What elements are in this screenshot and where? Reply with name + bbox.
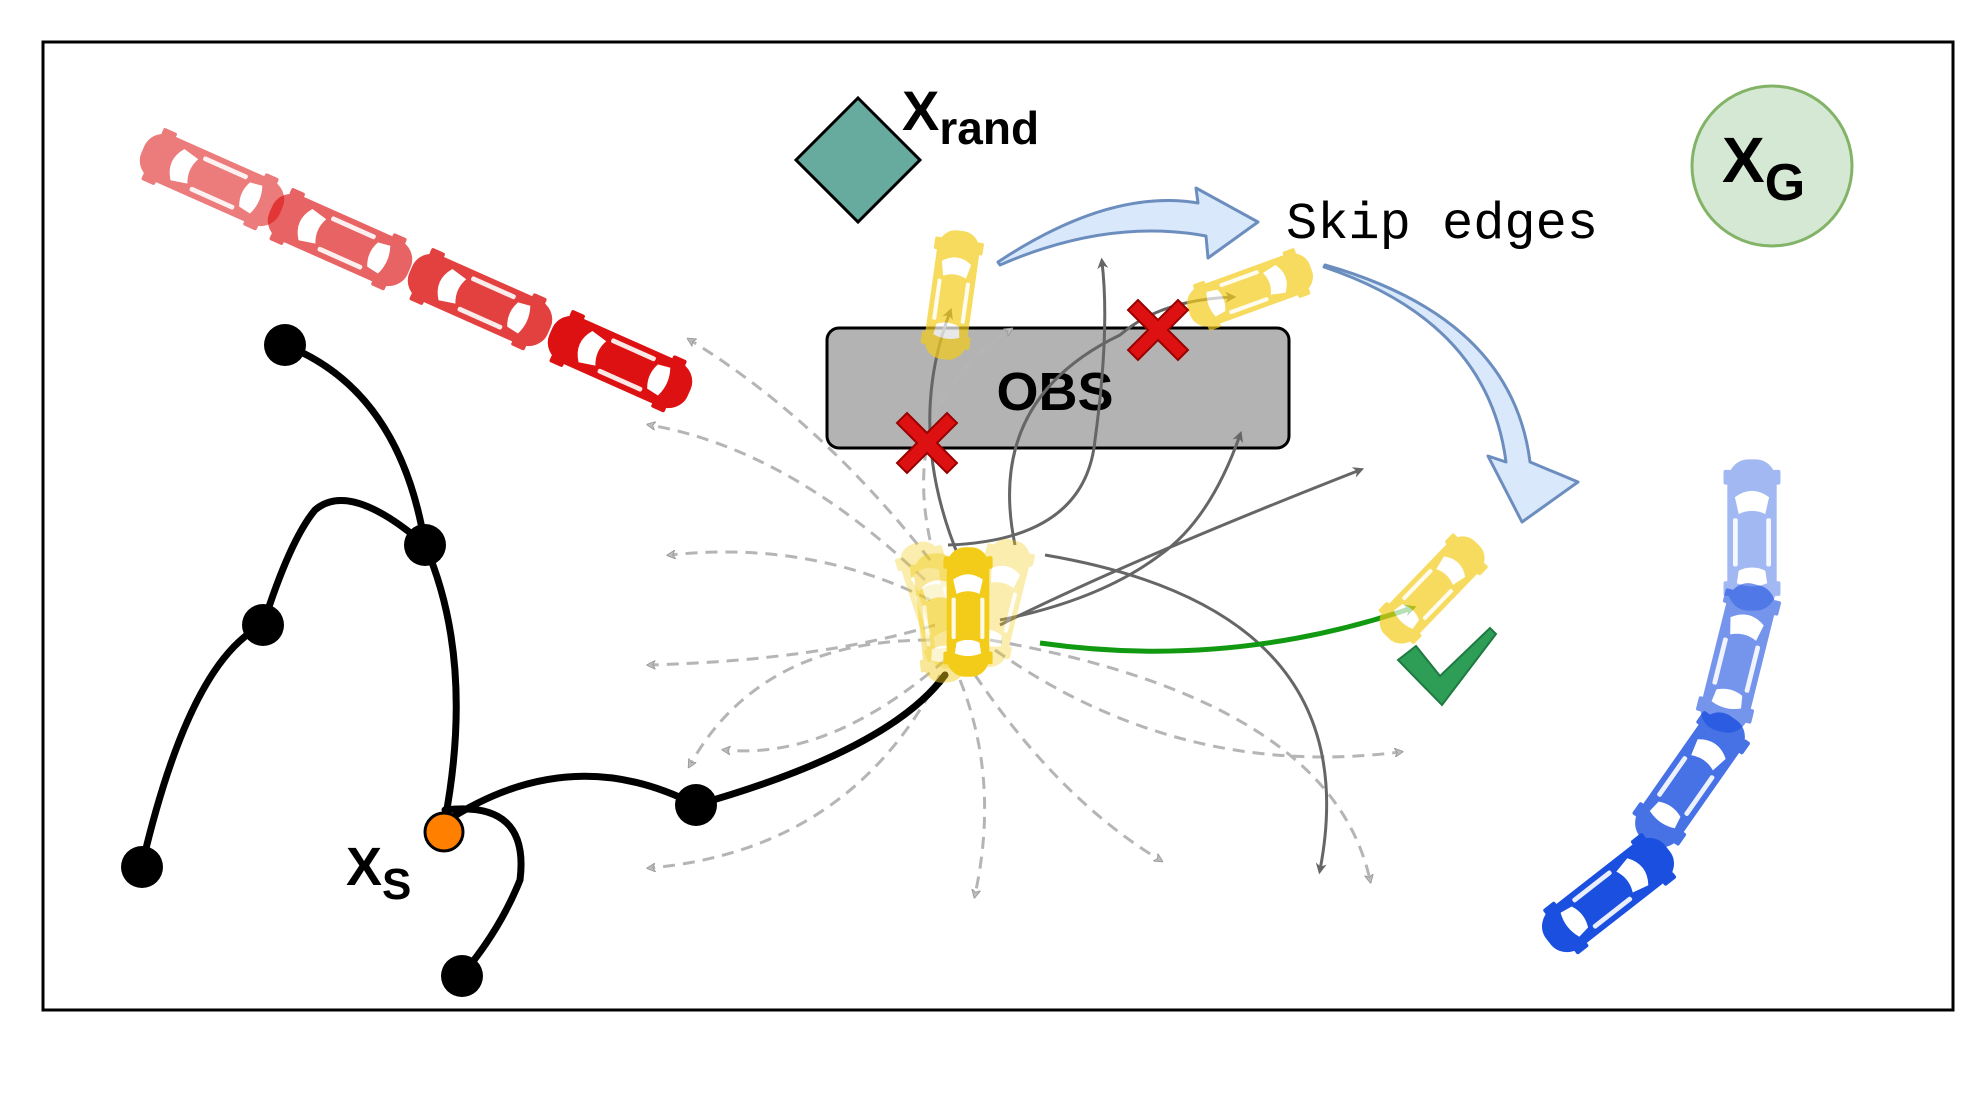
random-sample-label: Xrand	[902, 79, 1039, 154]
tree-node	[675, 784, 717, 826]
tree-node	[404, 524, 446, 566]
tree-node	[242, 604, 284, 646]
accepted-edge	[1039, 604, 1417, 654]
red-car-trajectory	[131, 123, 701, 419]
tree-node	[441, 955, 483, 997]
workspace-frame	[41, 40, 1955, 1012]
car-icon	[1180, 244, 1320, 336]
goal-region	[1690, 84, 1854, 248]
obstacle-label: OBS	[996, 362, 1113, 422]
start-node	[423, 811, 465, 853]
tree-nodes	[121, 324, 717, 997]
check-icon	[1396, 626, 1498, 707]
skip-edge-arrow-1	[996, 186, 1260, 267]
car-icon	[943, 547, 993, 677]
goal-label: XG	[1722, 124, 1805, 212]
search-tree	[138, 341, 949, 979]
candidate-edges	[650, 330, 1400, 895]
skip-edge-arrow-2	[1322, 263, 1580, 524]
car-icon	[539, 305, 701, 419]
start-label: XS	[346, 837, 411, 909]
diamond-icon	[793, 95, 923, 225]
tree-node	[264, 324, 306, 366]
car-icon	[1369, 526, 1495, 654]
car-icon	[1530, 825, 1686, 965]
skip-edges-label: Skip edges	[1286, 195, 1598, 254]
car-icon	[399, 243, 561, 357]
blue-car-trajectory	[1530, 459, 1784, 965]
tree-node	[121, 846, 163, 888]
car-icon	[259, 183, 421, 297]
